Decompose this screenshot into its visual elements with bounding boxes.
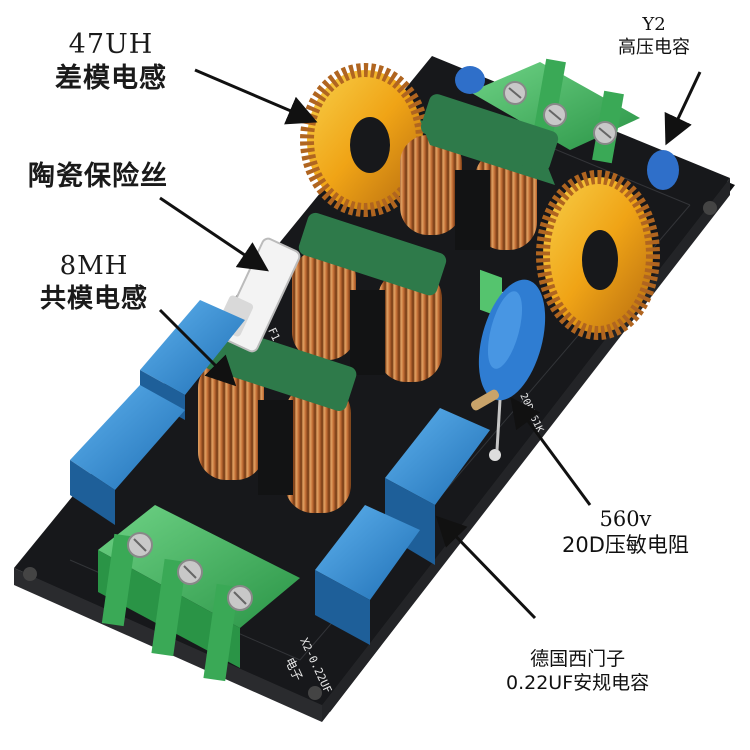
arrow-x2-capacitor bbox=[435, 515, 537, 620]
label-ceramic-fuse: 陶瓷保险丝 bbox=[28, 161, 168, 192]
dm-inductor-toroid bbox=[536, 170, 660, 340]
mount-hole bbox=[703, 201, 717, 215]
arrow-cm-inductor bbox=[158, 308, 237, 387]
cm-choke bbox=[292, 212, 447, 382]
varistor bbox=[470, 279, 546, 451]
cm-choke bbox=[400, 94, 559, 250]
label-x2-capacitor: 德国西门子 0.22UF安规电容 bbox=[506, 648, 650, 694]
y2-capacitor bbox=[455, 66, 679, 190]
solder-pad bbox=[489, 449, 501, 461]
callout-arrows bbox=[158, 68, 702, 620]
mount-hole bbox=[23, 567, 37, 581]
arrow-ceramic-fuse bbox=[159, 196, 269, 272]
label-dm-inductor: 47UH 差模电感 bbox=[55, 29, 167, 94]
arrow-dm-inductor bbox=[194, 68, 318, 125]
output-terminal-block bbox=[470, 58, 640, 318]
label-varistor: 560v 20D压敏电阻 bbox=[562, 507, 689, 558]
mount-hole bbox=[308, 686, 322, 700]
input-terminal-block bbox=[98, 505, 300, 682]
label-cm-inductor: 8MH 共模电感 bbox=[40, 251, 149, 314]
arrow-y2-capacitor bbox=[664, 71, 702, 146]
label-y2-capacitor: Y2 高压电容 bbox=[618, 14, 690, 58]
x2-capacitor-left bbox=[70, 300, 245, 525]
x2-capacitor-right bbox=[315, 408, 490, 645]
silkscreen-fuse-marking: F1 bbox=[265, 326, 282, 344]
arrow-varistor bbox=[510, 397, 592, 506]
